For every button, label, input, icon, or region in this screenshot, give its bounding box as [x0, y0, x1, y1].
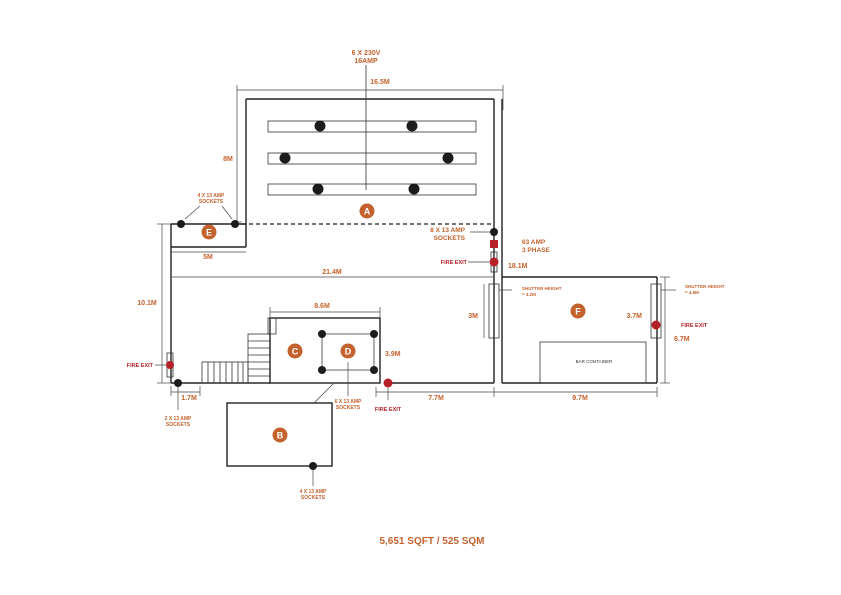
sockets-b-label-1: 4 X 13 AMP: [300, 489, 327, 495]
sockets-left-label-2: SOCKETS: [166, 422, 191, 428]
svg-text:C: C: [292, 347, 299, 357]
power-top-label-2: 16AMP: [354, 58, 378, 65]
fire-exit-left-marker: [166, 361, 174, 369]
dim-shutter-left-label: 3M: [468, 313, 478, 320]
fire-exit-right-label: FIRE EXIT: [681, 323, 708, 329]
dimension-main-height: [157, 223, 171, 384]
leader-e-sockets: [184, 205, 201, 220]
dim-cd-height-label: 3.9M: [385, 351, 401, 358]
dim-main-width-label: 21.4M: [322, 269, 342, 276]
fire-exit-bottom-label: FIRE EXIT: [375, 407, 402, 413]
shutter-right: [650, 283, 662, 339]
dimension-top-width: [236, 85, 504, 110]
shutter-left-label-1: SHUTTER HEIGHT: [522, 286, 562, 291]
socket-points-d: [318, 330, 378, 374]
zone-a-walls: [245, 98, 495, 228]
shutter-right-label-1: SHUTTER HEIGHT: [685, 284, 725, 289]
shutter-left-label-2: = 3.2M: [522, 292, 536, 297]
shutter-left: [488, 283, 500, 339]
dimension-a-height: [232, 95, 242, 223]
dim-top-width-label: 16.5M: [370, 79, 390, 86]
dim-shutter-right-label: 3.7M: [626, 313, 642, 320]
sockets-d-label-2: SOCKETS: [336, 405, 361, 411]
dimension-cd-width: [269, 307, 381, 317]
dim-a-height-label: 8M: [223, 156, 233, 163]
zone-c-marker: C: [287, 343, 303, 359]
zone-d-marker: D: [340, 343, 356, 359]
fire-exit-corridor-label: FIRE EXIT: [441, 260, 468, 266]
bar-container-label: BAR CONTAINER: [576, 359, 613, 364]
socket-b: [309, 462, 317, 470]
fire-exit-corridor-marker: [489, 257, 499, 267]
dim-cd-width-label: 8.6M: [314, 303, 330, 310]
fire-exit-left-label: FIRE EXIT: [127, 363, 154, 369]
dimension-f-height: [660, 276, 670, 384]
dim-bottom-right-label: 9.7M: [572, 395, 588, 402]
sockets-left-label-1: 2 X 13 AMP: [165, 416, 192, 422]
socket-left: [174, 379, 182, 387]
fire-exit-right-marker: [651, 320, 661, 330]
svg-text:A: A: [364, 207, 371, 217]
socket-8x13: [490, 228, 498, 236]
sockets-8-label-1: 8 X 13 AMP: [430, 227, 465, 234]
socket-e-left: [177, 220, 185, 228]
power-top-label-1: 6 X 230V: [352, 50, 381, 57]
fire-exit-bottom-marker: [383, 378, 393, 388]
dimension-left-step: [170, 386, 201, 396]
shutter-right-label-2: = 4.6M: [685, 290, 699, 295]
sockets-8-label-2: SOCKETS: [434, 235, 466, 242]
total-area: 5,651 SQFT / 525 SQM: [379, 536, 484, 547]
dim-bottom-mid-label: 7.7M: [428, 395, 444, 402]
dim-left-step-label: 1.7M: [181, 395, 197, 402]
svg-text:F: F: [575, 307, 581, 317]
svg-text:D: D: [345, 347, 352, 357]
phase-label-1: 63 AMP: [522, 239, 546, 246]
main-floor-walls: [170, 99, 503, 384]
dim-corridor-label: 18.1M: [508, 263, 528, 270]
zone-cd-walls: [269, 317, 381, 384]
dim-f-height-label: 6.7M: [674, 336, 690, 343]
sockets-d-label-1: 6 X 13 AMP: [335, 399, 362, 405]
zone-f-marker: F: [570, 303, 586, 319]
sockets-e-label-1: 4 X 13 AMP: [198, 193, 225, 199]
zone-e-marker: E: [201, 224, 217, 240]
svg-text:B: B: [277, 431, 284, 441]
dim-e-width-label: 5M: [203, 254, 213, 261]
svg-text:E: E: [206, 228, 212, 238]
dimension-bottom: [375, 387, 658, 397]
zone-a-marker: A: [359, 203, 375, 219]
phase-supply-marker: [490, 240, 498, 248]
phase-label-2: 3 PHASE: [522, 247, 550, 254]
staircase: [201, 317, 277, 384]
rail-power-points: [279, 120, 454, 195]
socket-e-right: [231, 220, 239, 228]
lighting-rails: [267, 65, 477, 196]
zone-b-walls: [226, 402, 333, 467]
zone-b-marker: B: [272, 427, 288, 443]
sockets-b-label-2: SOCKETS: [301, 495, 326, 501]
sockets-e-label-2: SOCKETS: [199, 199, 224, 205]
bar-container: [539, 341, 647, 384]
dim-main-height-label: 10.1M: [137, 300, 157, 307]
